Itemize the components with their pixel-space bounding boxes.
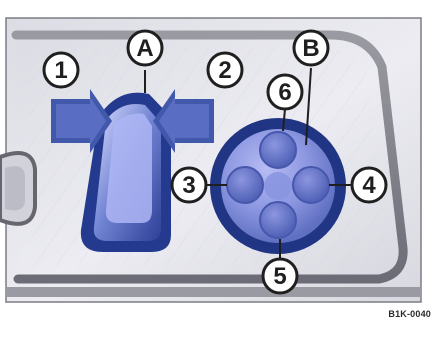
callout-a: A — [128, 31, 162, 65]
side-latch-inner — [5, 166, 25, 210]
callout-4: 4 — [352, 168, 386, 202]
callout-1: 1 — [44, 53, 78, 87]
rotary-position-5 — [260, 202, 296, 238]
callout-a-label: A — [136, 35, 153, 62]
callout-3-label: 3 — [182, 172, 195, 199]
rotary-position-4 — [293, 167, 329, 203]
callout-3: 3 — [172, 168, 206, 202]
rotary-position-6 — [260, 132, 296, 168]
callout-2-label: 2 — [218, 57, 231, 84]
rotary-control-icon — [210, 118, 346, 254]
callout-2: 2 — [208, 53, 242, 87]
callout-1-label: 1 — [54, 57, 67, 84]
callout-6: 6 — [268, 75, 302, 109]
rotary-center — [264, 172, 292, 200]
callout-4-label: 4 — [362, 172, 376, 199]
callout-5-label: 5 — [273, 263, 286, 290]
reference-code: B1K-0040 — [388, 309, 431, 319]
callout-6-label: 6 — [278, 79, 291, 106]
rotary-position-3 — [227, 167, 263, 203]
callout-b-label: B — [302, 35, 319, 62]
callout-5: 5 — [263, 259, 297, 293]
callout-b: B — [294, 31, 328, 65]
